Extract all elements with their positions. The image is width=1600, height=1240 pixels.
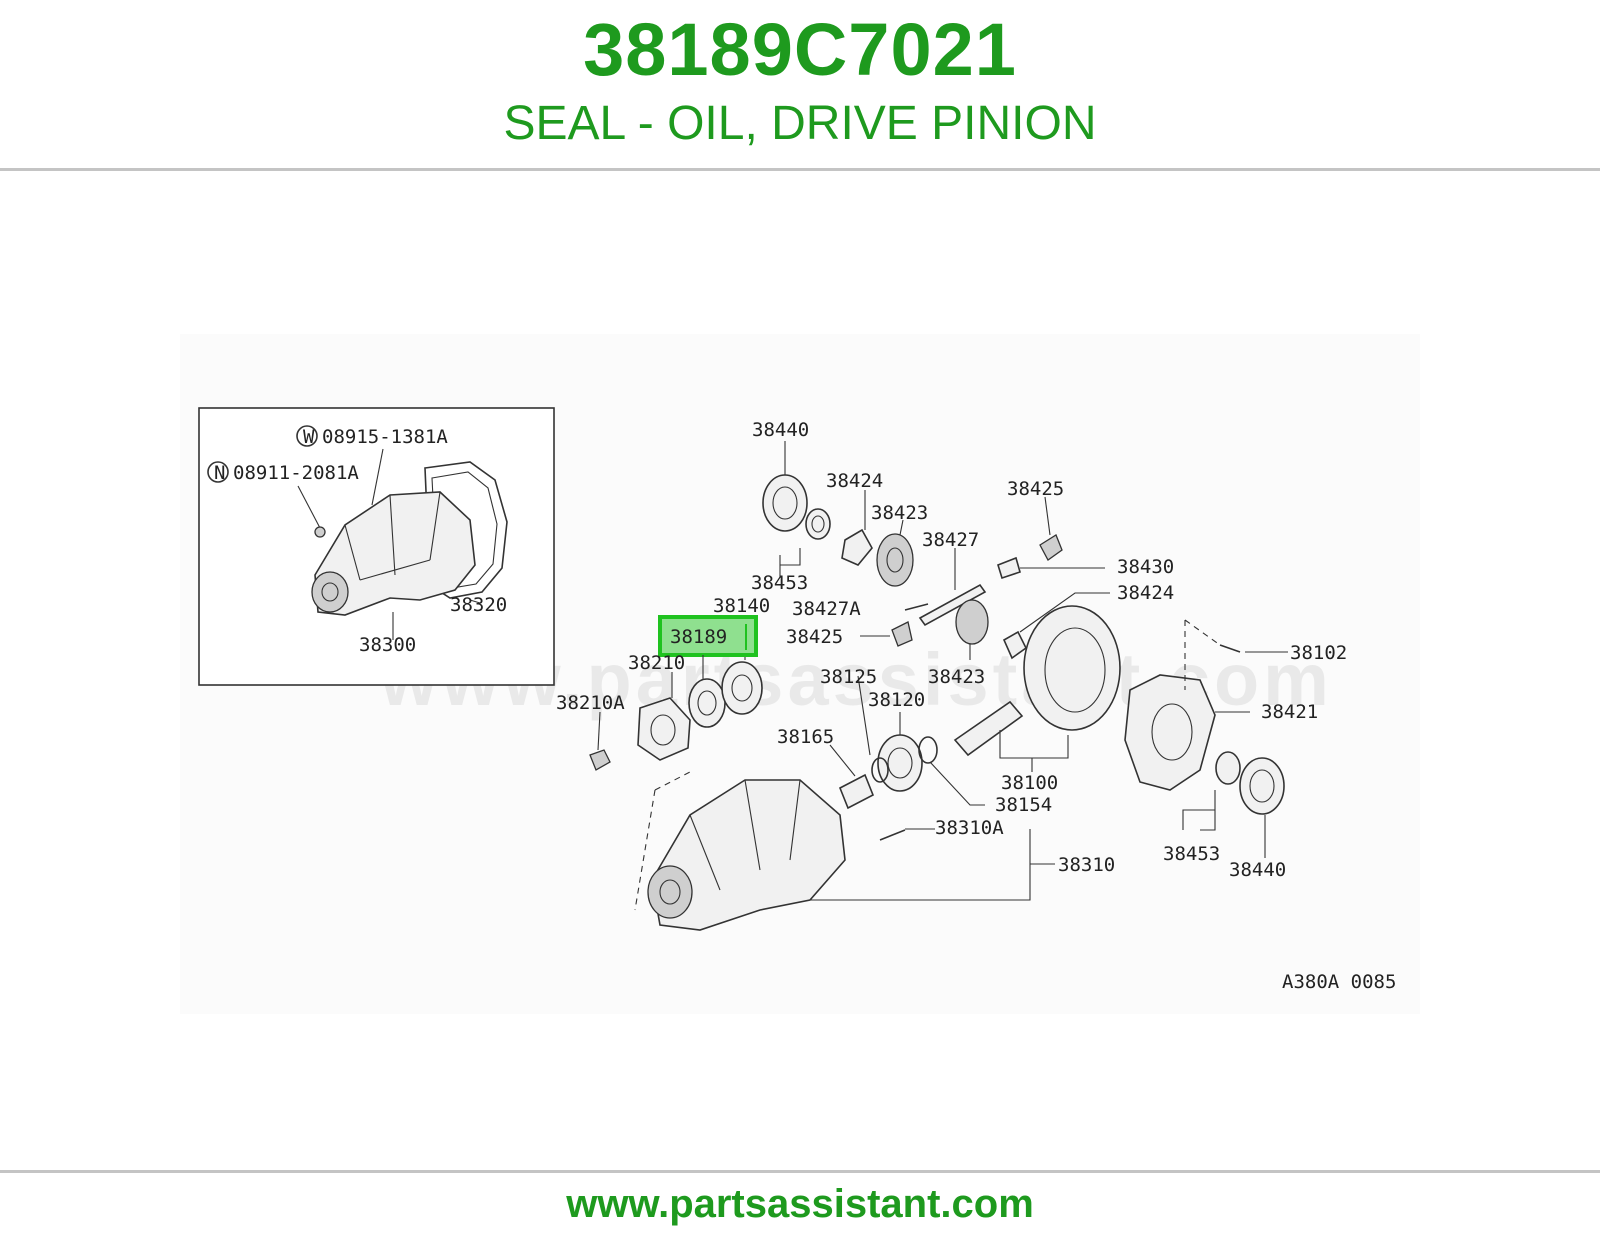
- inset-label-washer: 08915-1381A: [322, 426, 448, 448]
- callout-38120: 38120: [868, 689, 925, 711]
- footer-site-link[interactable]: www.partsassistant.com: [566, 1182, 1034, 1226]
- callout-38154: 38154: [995, 794, 1052, 816]
- callout-38430: 38430: [1117, 556, 1174, 578]
- differential-case-drawing: [1124, 674, 1216, 791]
- callout-38421: 38421: [1261, 701, 1318, 723]
- main-exploded-view: [589, 441, 1288, 931]
- callout-38189-highlighted: 38189: [670, 626, 727, 648]
- part-description: SEAL - OIL, DRIVE PINION: [503, 97, 1097, 150]
- callout-38425-top: 38425: [1007, 478, 1064, 500]
- companion-flange-drawing: [637, 697, 691, 761]
- nut-symbol-circle: [207, 461, 229, 483]
- header-divider: [0, 168, 1600, 171]
- callout-38423-top: 38423: [871, 502, 928, 524]
- highlight-box-38189: [658, 615, 758, 680]
- callout-38210: 38210: [628, 652, 685, 674]
- inset-nut-drawing: [314, 526, 326, 538]
- inset-label-gasket: 38320: [450, 594, 507, 616]
- callout-38423-mid: 38423: [928, 666, 985, 688]
- callout-38140: 38140: [713, 595, 770, 617]
- inset-label-nut: 08911-2081A: [233, 462, 359, 484]
- callout-38210A: 38210A: [556, 692, 625, 714]
- gear-carrier-drawing: [651, 779, 846, 931]
- callout-38427: 38427: [922, 529, 979, 551]
- callout-38125: 38125: [820, 666, 877, 688]
- ring-gear-drawing: [1023, 605, 1121, 731]
- nut-symbol-text: N: [214, 462, 225, 484]
- callout-38453-bottom: 38453: [1163, 843, 1220, 865]
- footer-divider: [0, 1170, 1600, 1173]
- callout-38100: 38100: [1001, 772, 1058, 794]
- page-header: 38189C7021 SEAL - OIL, DRIVE PINION: [0, 0, 1600, 168]
- callout-38424-right: 38424: [1117, 582, 1174, 604]
- part-number-title: 38189C7021: [583, 8, 1017, 91]
- callout-38425-mid: 38425: [786, 626, 843, 648]
- bearing-top-drawing: [762, 474, 808, 532]
- callout-38427A: 38427A: [792, 598, 861, 620]
- callout-labels: W 08915-1381A N 08911-2081A 38320 38300 …: [214, 419, 1396, 993]
- washer-symbol-circle: [296, 425, 318, 447]
- callout-38440-top: 38440: [752, 419, 809, 441]
- washer-symbol-text: W: [303, 426, 315, 448]
- callout-38165: 38165: [777, 726, 834, 748]
- callout-38102: 38102: [1290, 642, 1347, 664]
- callout-38440-bottom: 38440: [1229, 859, 1286, 881]
- figure-code: A380A 0085: [1282, 971, 1396, 993]
- inset-label-carrier: 38300: [359, 634, 416, 656]
- callout-38453-top: 38453: [751, 572, 808, 594]
- callout-38310A: 38310A: [935, 817, 1004, 839]
- callout-38424-top: 38424: [826, 470, 883, 492]
- oil-seal-drawing: [688, 678, 726, 728]
- inset-carrier-assembly: [198, 407, 555, 686]
- callout-38310: 38310: [1058, 854, 1115, 876]
